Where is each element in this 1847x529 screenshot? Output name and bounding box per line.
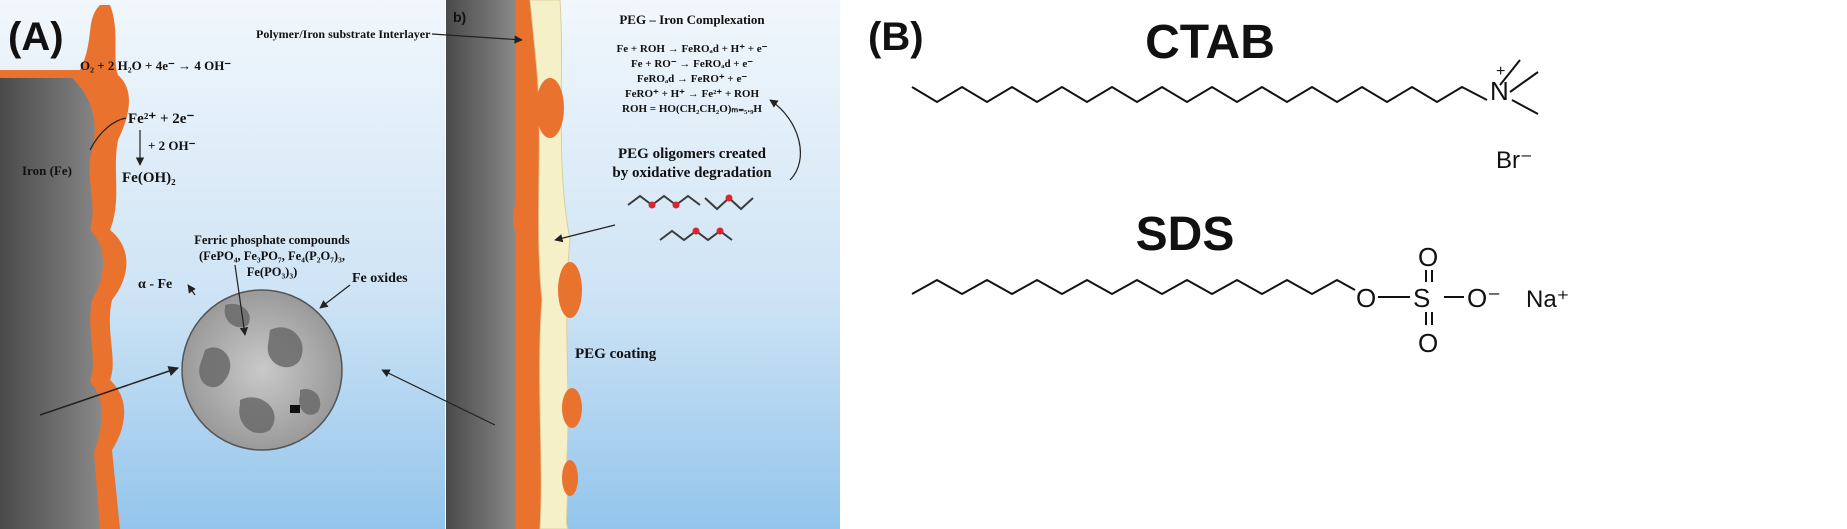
panel-a-left: (A) O₂ + 2 H₂O + 4e⁻ → 4 OH⁻ Fe²⁺ + 2e⁻ … <box>0 0 445 529</box>
hydroxide-product: Fe(OH)₂ <box>122 170 176 186</box>
ferric-line1: (FePO₄, Fe₃PO₇, Fe₄(P₂O₇)₃, <box>199 249 345 263</box>
reaction-5: ROH = HO(CH₂CH₂O)ₘ₌₅.₉H <box>622 103 762 115</box>
hydroxide-step: + 2 OH⁻ <box>148 138 196 153</box>
degradation-curve-arrow <box>769 99 801 181</box>
alpha-fe-arrow <box>187 284 196 296</box>
ctab-methyl-3 <box>1511 99 1539 115</box>
panel-b-sublabel: b) <box>453 9 466 25</box>
ferric-title: Ferric phosphate compounds <box>194 233 350 247</box>
fe-oxides-label: Fe oxides <box>352 271 408 286</box>
arrow-to-circle <box>39 366 179 416</box>
rust-blobs <box>513 78 582 496</box>
reaction-4: FeRO⁺ + H⁺ → Fe²⁺ + ROH <box>625 88 760 100</box>
alpha-fe-label: α - Fe <box>138 277 172 292</box>
reaction-2: Fe + RO⁻ → FeROₐd + e⁻ <box>631 58 753 70</box>
sds-oxygen-top: O <box>1418 242 1438 272</box>
sds-ester-oxygen: O <box>1356 283 1376 313</box>
peg-coating <box>529 0 571 529</box>
interlayer-rust <box>516 0 545 529</box>
cathodic-reaction: O₂ + 2 H₂O + 4e⁻ → 4 OH⁻ <box>80 58 231 73</box>
interlayer-arrow <box>431 33 523 44</box>
iron-slab <box>446 0 516 529</box>
reaction-1: Fe + ROH → FeROₐd + H⁺ + e⁻ <box>617 43 768 55</box>
complexation-title: PEG – Iron Complexation <box>619 12 765 27</box>
ctab-methyl-1 <box>1499 59 1521 86</box>
iron-label: Iron (Fe) <box>22 163 72 178</box>
sds-title: SDS <box>1136 208 1235 261</box>
ferric-line2: Fe(PO₃)₃) <box>247 265 298 279</box>
peg-circle-arrow <box>381 369 496 426</box>
ctab-methyl-2 <box>1509 71 1539 93</box>
ctab-title: CTAB <box>1145 16 1275 69</box>
ctab-tail-chain <box>911 85 1488 104</box>
sds-tail-chain <box>911 278 1356 296</box>
molecule-oxygen-atoms <box>648 194 733 235</box>
sds-oxygen-bottom: O <box>1418 328 1438 358</box>
ferric-arrow <box>234 264 249 336</box>
panel-a-label: (A) <box>8 15 64 59</box>
iron-substrate <box>0 78 104 529</box>
fe-oxides-arrow <box>319 284 351 309</box>
sds-counterion: Na⁺ <box>1526 286 1569 313</box>
microstructure-grains <box>199 303 321 434</box>
oligomer-arrow <box>554 224 616 243</box>
panel-a-right: b) Polymer/Iron substrate Interlayer PEG… <box>256 0 840 529</box>
sds-anion-oxygen: O⁻ <box>1467 283 1501 313</box>
interlayer-label: Polymer/Iron substrate Interlayer <box>256 27 431 41</box>
oligomer-line2: by oxidative degradation <box>612 165 772 181</box>
panel-b-label: (B) <box>868 15 924 59</box>
micro-dark-inclusion <box>290 405 300 413</box>
sds-sulfur: S <box>1413 283 1430 313</box>
ctab-nitrogen: N <box>1490 76 1509 106</box>
iron-pointer-curve <box>89 117 127 151</box>
panel-b: (B) CTAB N + Br⁻ SDS O S O O O⁻ Na⁺ <box>868 15 1569 358</box>
reaction-3: FeROₐd → FeRO⁺ + e⁻ <box>637 73 747 85</box>
coating-label: PEG coating <box>575 346 657 362</box>
ctab-charge: + <box>1496 63 1505 80</box>
ctab-counterion: Br⁻ <box>1496 147 1533 174</box>
oligomer-line1: PEG oligomers created <box>618 146 767 162</box>
anodic-reaction: Fe²⁺ + 2e⁻ <box>128 111 194 127</box>
